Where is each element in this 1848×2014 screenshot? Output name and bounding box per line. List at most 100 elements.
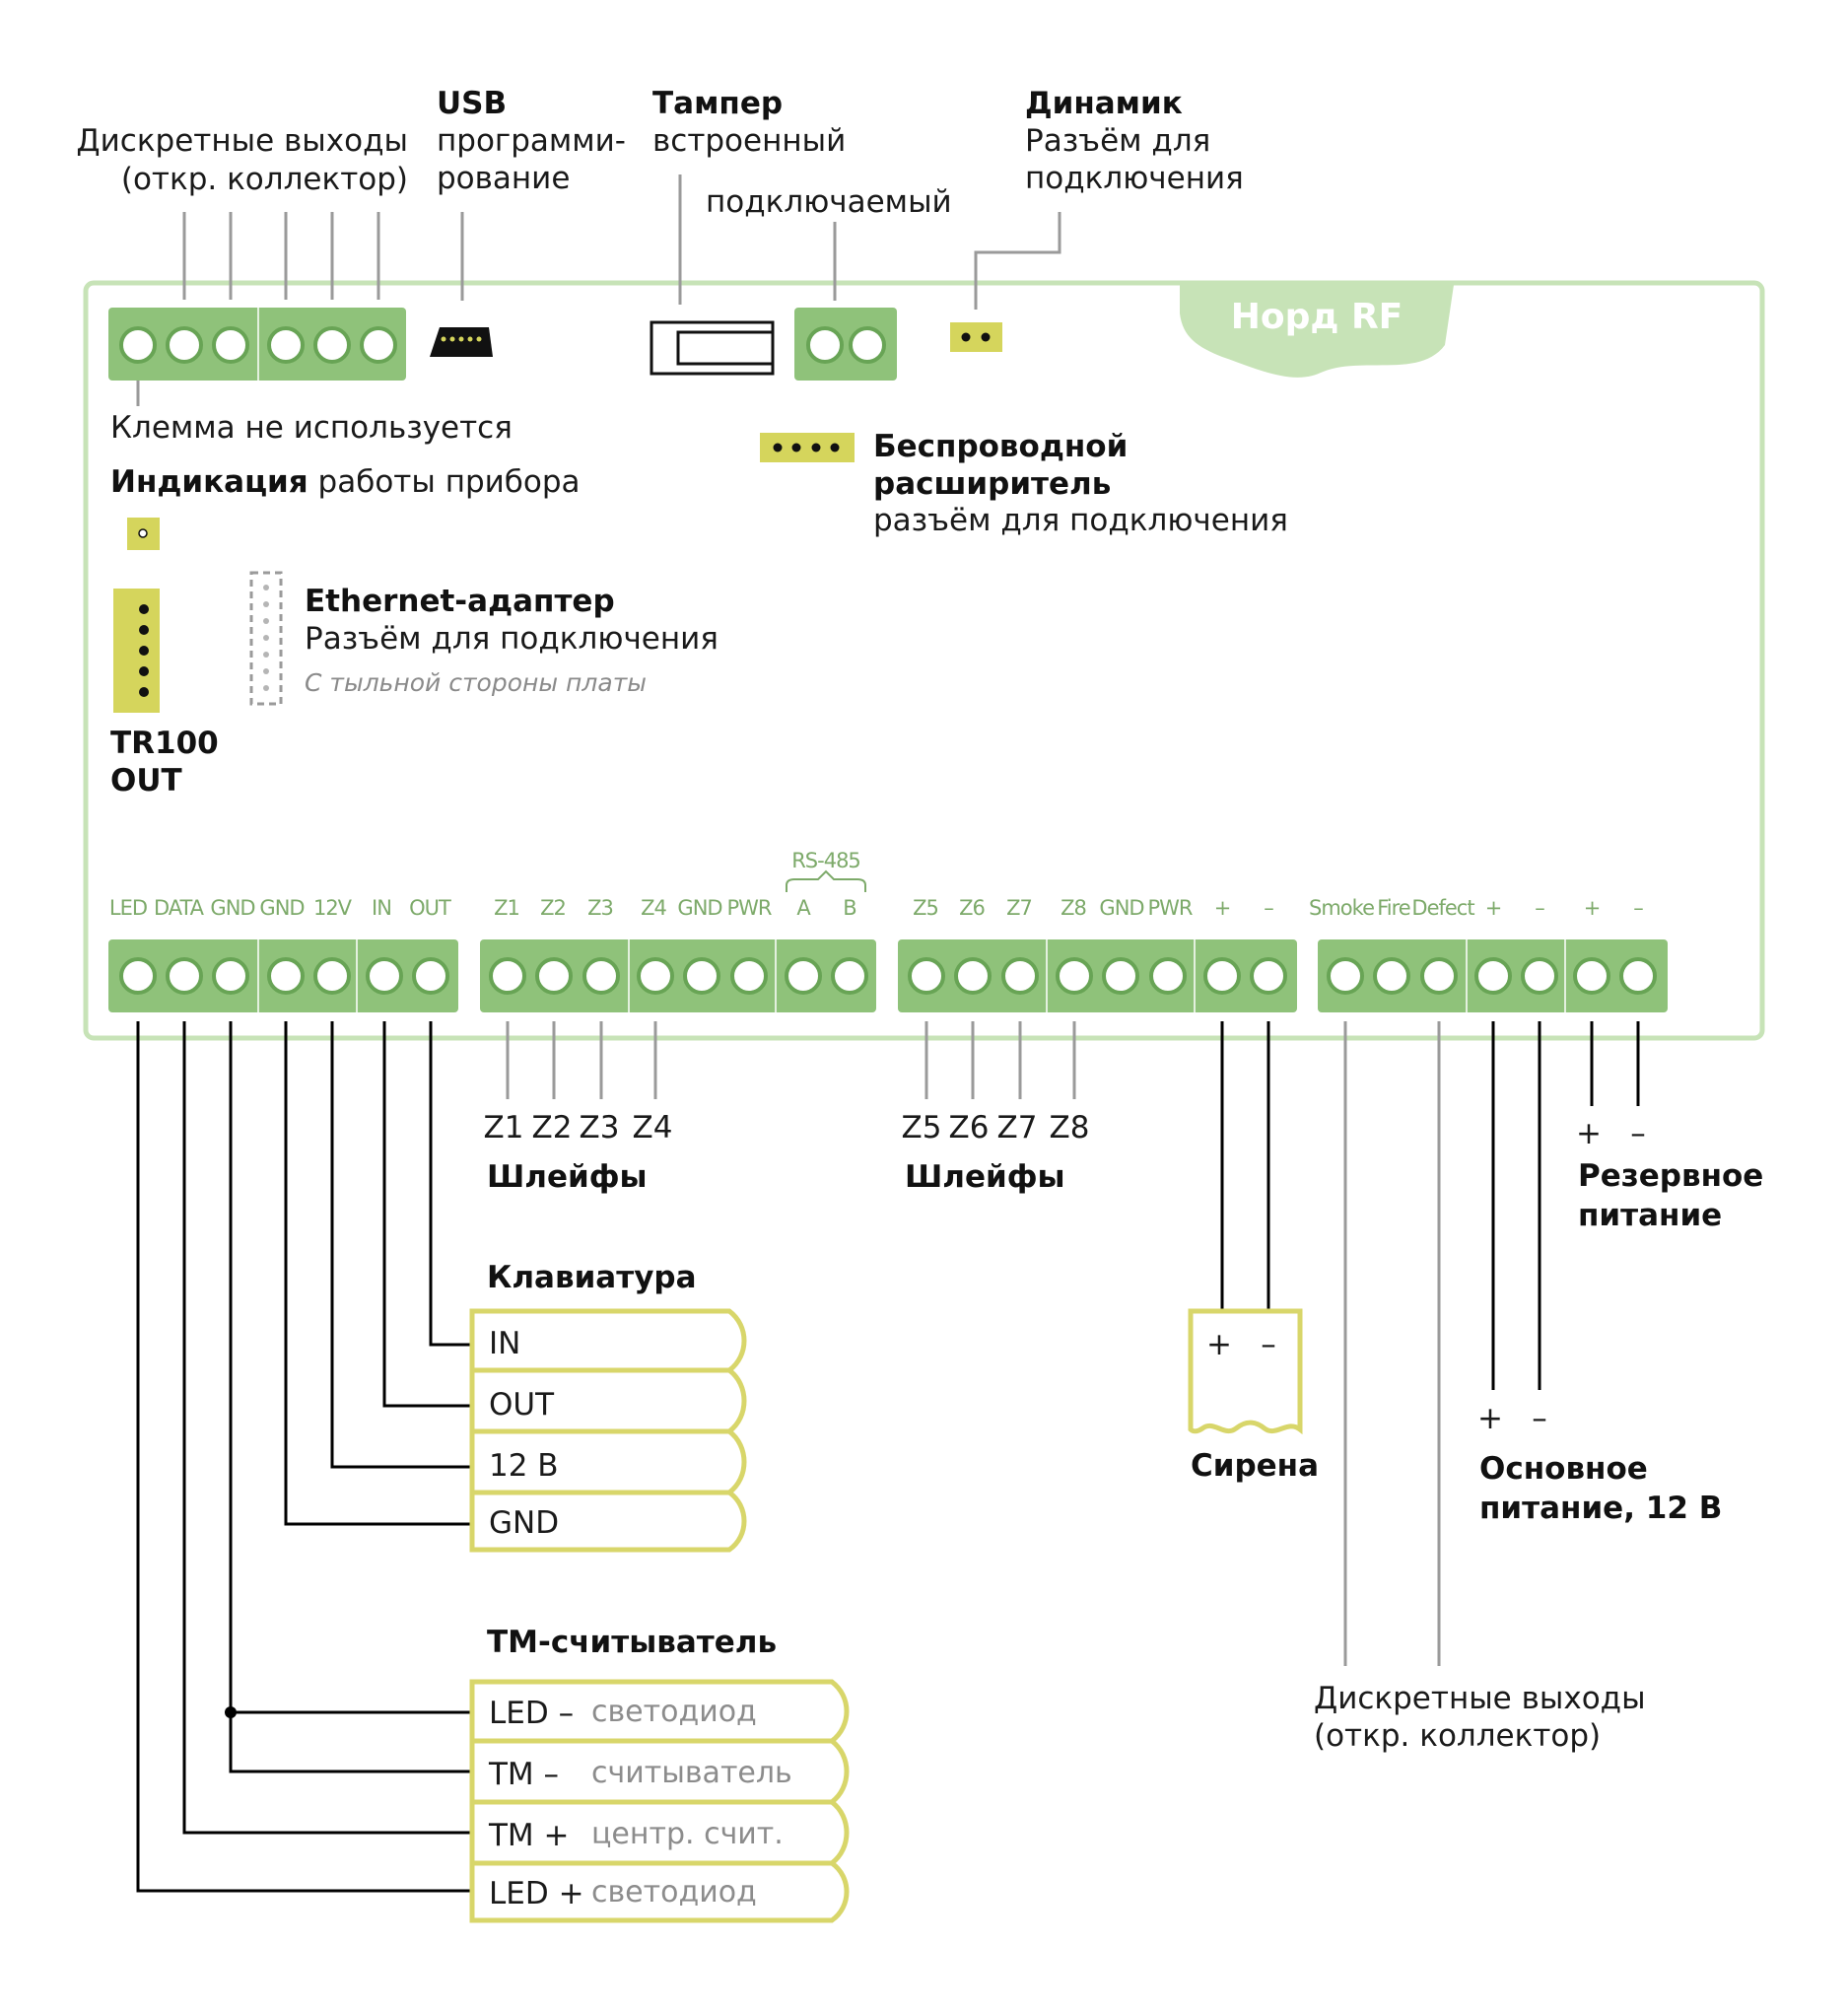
bottom-terminal-screws [119,957,1657,995]
keypad-title: Клавиатура [487,1260,697,1295]
svg-text:Z1: Z1 [484,1110,524,1146]
wireless-title-2: расширитель [873,466,1111,502]
top-outputs-label-2: (откр. коллектор) [121,162,408,197]
svg-text:светодиод: светодиод [591,1875,757,1910]
usb-line-1: программи- [437,123,626,159]
pin-labels-block-1: LED DATA GND GND 12V IN OUT [109,896,452,920]
svg-text:Z6: Z6 [949,1110,990,1146]
keypad-rows: IN OUT 12 В GND [489,1326,559,1541]
backup-plus: + [1576,1116,1602,1151]
top-terminal-screws [119,326,397,364]
unused-terminal-label: Клемма не используется [110,410,513,446]
svg-text:Z6: Z6 [959,896,985,920]
backup-title: Резервное [1578,1158,1763,1194]
svg-text:Z2: Z2 [532,1110,573,1146]
main-power-title: Основное [1479,1451,1648,1487]
svg-text:–: – [1535,896,1544,920]
svg-text:Z8: Z8 [1050,1110,1090,1146]
svg-text:центр. счит.: центр. счит. [591,1817,784,1851]
svg-text:A: A [796,896,811,920]
backup-minus: – [1630,1116,1646,1151]
rs485-label: RS-485 [791,849,860,872]
svg-text:светодиод: светодиод [591,1695,757,1729]
rs485-bracket [786,869,866,892]
svg-text:OUT: OUT [489,1387,555,1423]
svg-text:Z1: Z1 [494,896,519,920]
svg-text:Smoke: Smoke [1309,896,1374,920]
ethernet-line-3: С тыльной стороны платы [305,668,647,697]
pin-labels-block-4: Smoke Fire Defect + – + – [1309,896,1644,920]
main-power-title-2: питание, 12 В [1479,1491,1722,1526]
svg-text:LED –: LED – [489,1696,574,1731]
speaker-title: Динамик [1025,86,1183,121]
svg-text:PWR: PWR [726,896,771,920]
tr100-label-2: OUT [110,763,182,799]
speaker-line-1: Разъём для [1025,123,1210,159]
svg-text:Z8: Z8 [1061,896,1086,920]
wireless-title: Беспроводной [873,429,1128,464]
svg-text:12V: 12V [313,896,353,920]
board-outline [83,280,1765,1041]
tamper-title: Тампер [652,86,783,121]
svg-text:+: + [1214,896,1231,920]
terminal-block-3 [898,939,1297,1012]
svg-text:Fire: Fire [1377,896,1410,920]
svg-text:+: + [1485,896,1502,920]
svg-text:Z7: Z7 [1006,896,1032,920]
svg-text:12 В: 12 В [489,1448,559,1484]
speaker-connector-icon [950,322,1002,352]
usb-title: USB [437,86,507,121]
svg-text:–: – [1264,896,1273,920]
tr100-label: TR100 [110,726,219,761]
siren-icon [1188,1308,1303,1435]
svg-text:LED +: LED + [489,1876,584,1911]
speaker-line-2: подключения [1025,161,1244,196]
siren-label: Сирена [1191,1448,1319,1484]
svg-text:GND: GND [1099,896,1143,920]
pin-labels-block-3: Z5 Z6 Z7 Z8 GND PWR + – [913,896,1274,920]
backup-title-2: питание [1578,1198,1722,1233]
svg-text:ТМ –: ТМ – [488,1757,559,1792]
keypad-cable [469,1308,747,1553]
main-power-minus: – [1532,1401,1547,1436]
svg-text:OUT: OUT [409,896,451,920]
svg-text:Z3: Z3 [580,1110,620,1146]
loops-b-title: Шлейфы [905,1159,1065,1195]
tm-reader-cable [469,1679,850,1923]
svg-text:Z2: Z2 [540,896,566,920]
tamper-plug-label: подключаемый [706,184,952,220]
svg-text:Z5: Z5 [902,1110,942,1146]
usb-connector-icon [430,327,493,357]
svg-text:GND: GND [489,1505,559,1541]
usb-line-2: рование [437,161,570,196]
bottom-outputs-label: Дискретные выходы [1314,1681,1646,1716]
siren-plus: + [1206,1327,1232,1362]
top-outputs-label: Дискретные выходы [76,123,408,159]
svg-text:B: B [843,896,856,920]
svg-text:GND: GND [210,896,254,920]
brand-label: Норд RF [1231,297,1403,337]
siren-minus: – [1261,1327,1276,1362]
loops-a-title: Шлейфы [487,1159,648,1195]
ethernet-title: Ethernet-адаптер [305,584,615,619]
wire-junction [225,1706,237,1718]
tm-reader-title: ТМ-считыватель [487,1625,777,1660]
ethernet-connector-icon [249,571,283,706]
svg-text:+: + [1584,896,1601,920]
wires [136,1021,1640,1893]
tm-reader-pins: LED – ТМ – ТМ + LED + [488,1696,584,1911]
svg-text:LED: LED [109,896,147,920]
indication-label: Индикация работы прибора [110,464,581,500]
main-power-plus: + [1477,1401,1503,1436]
pin-labels-block-2: Z1 Z2 Z3 Z4 GND PWR A B [494,896,857,920]
ethernet-line-2: Разъём для подключения [305,621,719,657]
tm-reader-descriptions: светодиод считыватель центр. счит. свето… [591,1695,792,1910]
svg-text:Z4: Z4 [633,1110,673,1146]
tr100-connector-icon [113,589,160,713]
svg-text:GND: GND [677,896,721,920]
brand-badge [1180,285,1454,378]
svg-text:PWR: PWR [1147,896,1192,920]
tamper-builtin-label: встроенный [652,123,846,159]
svg-text:DATA: DATA [154,896,205,920]
